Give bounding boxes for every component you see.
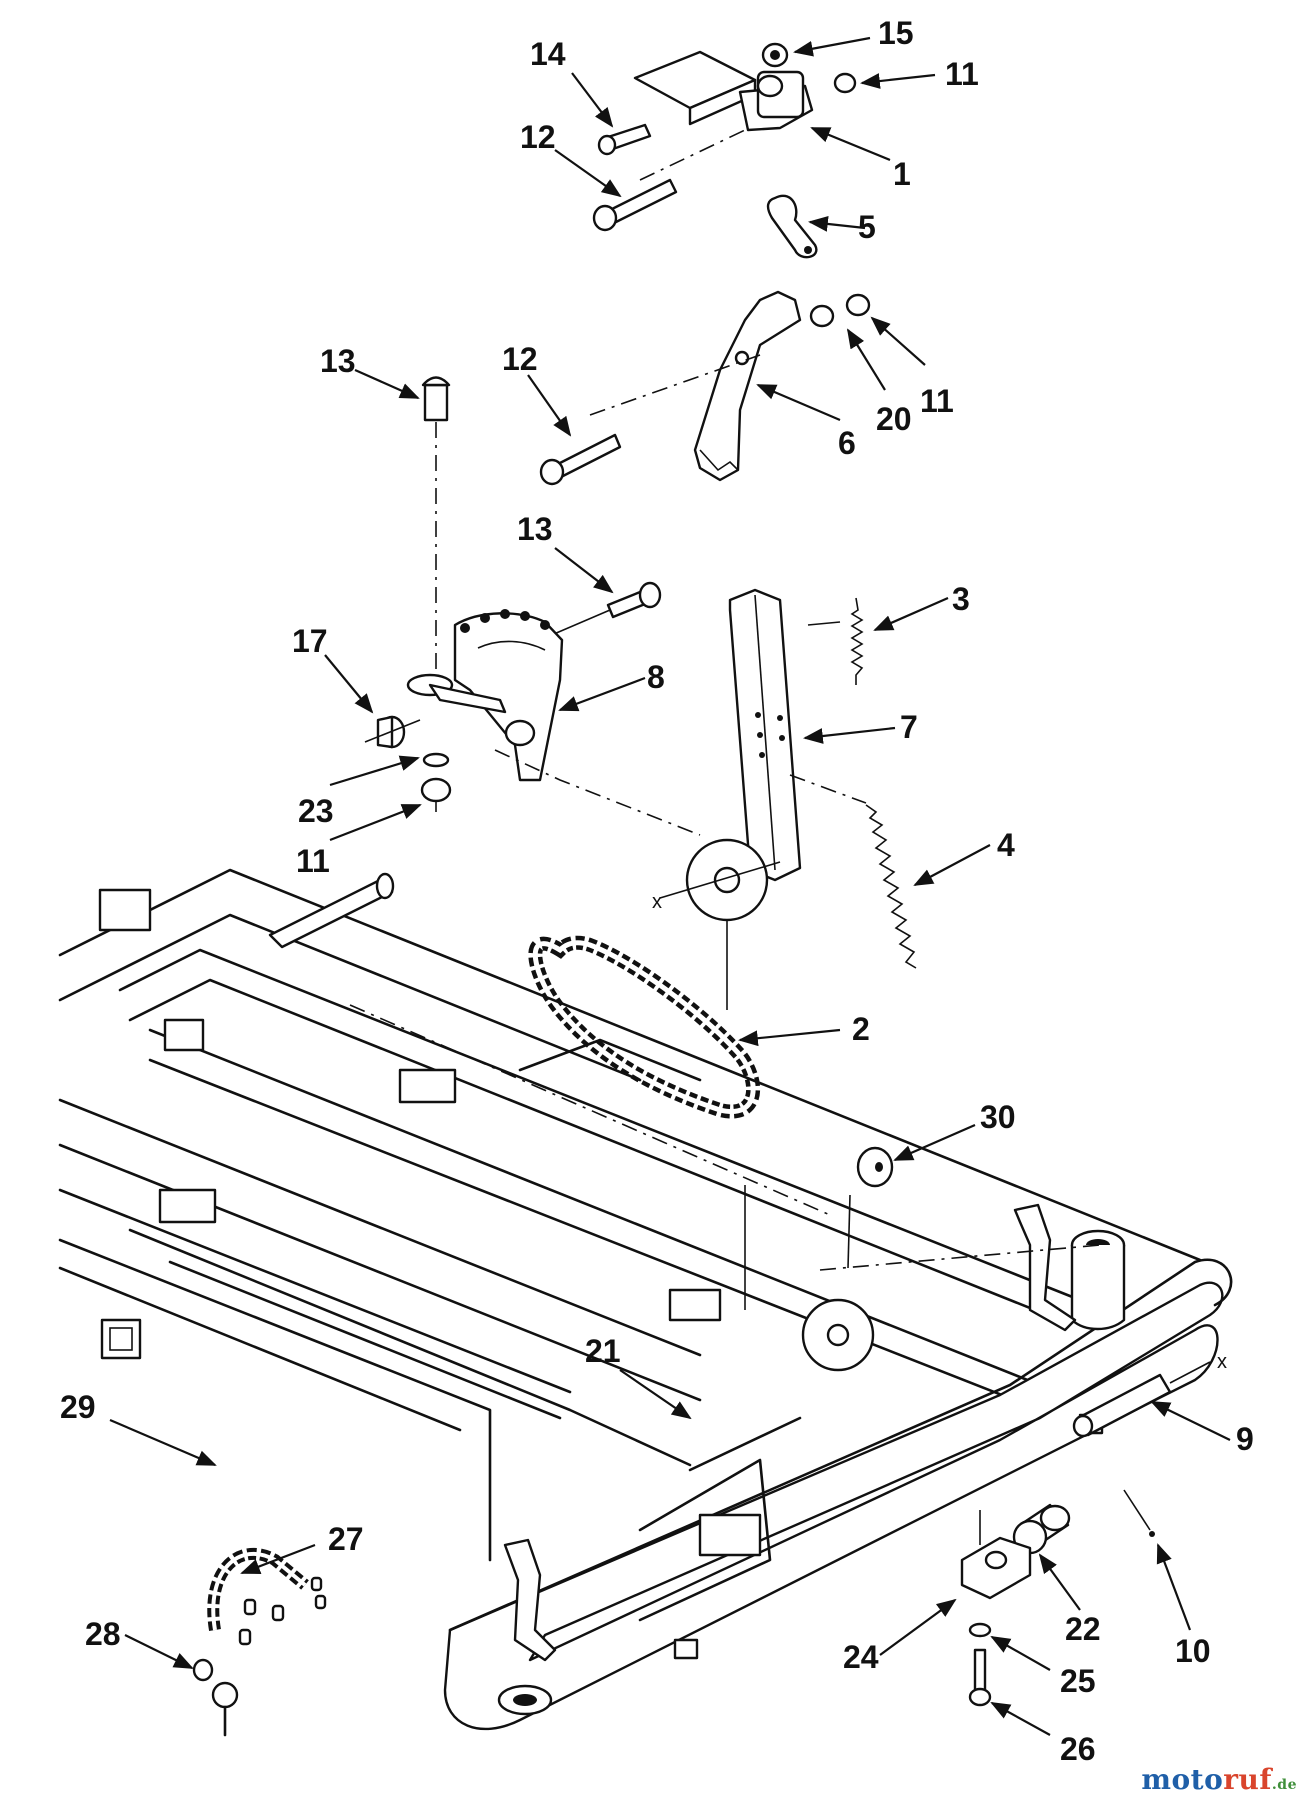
- part-3-spring-small: [807, 597, 864, 685]
- watermark-part-2: ruf: [1223, 1763, 1272, 1796]
- callout-9: 9: [1236, 1421, 1254, 1457]
- x-mark-lower: x: [1217, 1351, 1227, 1373]
- callout-3: 3: [952, 581, 970, 617]
- part-23-washer: [422, 752, 450, 768]
- part-2-chain: [528, 935, 760, 1119]
- callout-4: 4: [997, 827, 1015, 863]
- part-10-pin: [1123, 1489, 1155, 1537]
- callout-22: 22: [1065, 1611, 1101, 1647]
- part-14-pin: [597, 123, 652, 156]
- callout-28: 28: [85, 1616, 121, 1652]
- callout-26: 26: [1060, 1731, 1096, 1767]
- part-7-arm: [728, 588, 802, 882]
- callout-11-mid: 11: [920, 383, 954, 419]
- part-26-bolt: [968, 1648, 992, 1707]
- part-15-washer: [761, 42, 789, 68]
- callout-30: 30: [980, 1099, 1016, 1135]
- callout-11-top: 11: [945, 56, 979, 92]
- watermark-logo: motoruf.de: [1141, 1763, 1297, 1796]
- part-4-spring-long: [789, 774, 917, 969]
- part-28-clip: [192, 1658, 214, 1682]
- part-24-clamp: [960, 1510, 1032, 1600]
- callout-14: 14: [530, 36, 566, 72]
- callout-21: 21: [585, 1333, 621, 1369]
- part-13-bolt-vertical: [421, 376, 451, 690]
- callout-15: 15: [878, 15, 914, 51]
- callout-13-top: 13: [320, 343, 356, 379]
- part-5-link: [766, 194, 818, 259]
- watermark-part-1: moto: [1141, 1763, 1224, 1796]
- callout-25: 25: [1060, 1663, 1096, 1699]
- part-27-pin: [211, 1681, 239, 1737]
- callout-20: 20: [876, 401, 912, 437]
- part-7-sprocket: [659, 838, 781, 1010]
- part-11-nut-lower: [420, 777, 452, 812]
- part-12-bolt-middle: [539, 433, 622, 486]
- callout-1: 1: [893, 156, 911, 192]
- callout-17: 17: [292, 623, 328, 659]
- callout-6: 6: [838, 425, 856, 461]
- callout-24: 24: [843, 1639, 879, 1675]
- callout-27: 27: [328, 1521, 364, 1557]
- callout-7: 7: [900, 709, 918, 745]
- callout-23: 23: [298, 793, 334, 829]
- callout-13-mid: 13: [517, 511, 553, 547]
- callout-labels: 14 15 11 12 1 5 13 12 6 20 11 3 13 17 8 …: [60, 15, 1254, 1767]
- part-6-lever: [589, 290, 871, 482]
- callout-10: 10: [1175, 1633, 1211, 1669]
- callout-2: 2: [852, 1011, 870, 1047]
- part-17-spacer: [364, 715, 421, 749]
- part-25-washer: [968, 1622, 992, 1638]
- callout-5: 5: [858, 209, 876, 245]
- callout-8: 8: [647, 659, 665, 695]
- part-1-bracket: [633, 50, 857, 181]
- callout-11-low: 11: [296, 843, 330, 879]
- part-9-pin: [1072, 1361, 1211, 1438]
- part-30-washer: [847, 1146, 894, 1269]
- part-29-chain-links: [207, 1547, 327, 1646]
- callout-12-top: 12: [520, 119, 556, 155]
- part-13-bolt-angled: [539, 581, 662, 641]
- watermark-part-3: .de: [1271, 1777, 1297, 1793]
- x-mark-upper: x: [652, 891, 662, 913]
- part-8-sprocket-bracket: [406, 609, 701, 836]
- frame-assembly: [58, 868, 1233, 1731]
- callout-arrows: [109, 36, 1231, 1736]
- part-12-bolt-upper: [592, 178, 678, 232]
- callout-12-mid: 12: [502, 341, 538, 377]
- callout-29: 29: [60, 1389, 96, 1425]
